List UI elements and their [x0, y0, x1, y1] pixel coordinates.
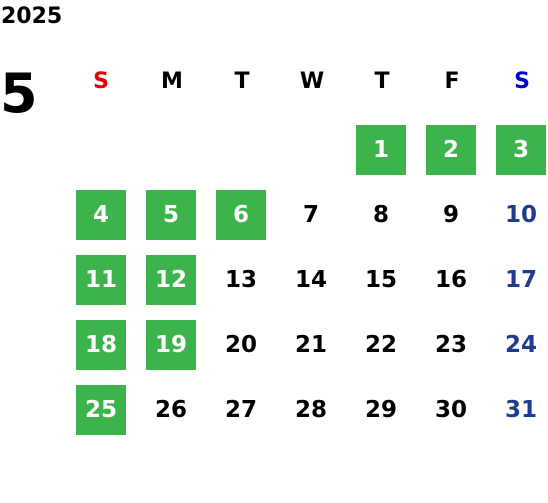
day-cell[interactable]: 28	[294, 397, 327, 423]
day-cell[interactable]: 27	[224, 397, 257, 423]
day-cell[interactable]: 23	[434, 332, 467, 358]
day-cell[interactable]: 12	[146, 255, 196, 305]
day-cell[interactable]: 21	[294, 332, 327, 358]
day-cell[interactable]: 11	[76, 255, 126, 305]
day-cell[interactable]: 26	[154, 397, 187, 423]
day-cell[interactable]: 18	[76, 320, 126, 370]
day-cell[interactable]: 31	[504, 397, 537, 423]
weekday-thursday: T	[374, 69, 390, 94]
weekday-wednesday: W	[299, 69, 325, 94]
day-cell[interactable]: 29	[364, 397, 397, 423]
weekday-friday: F	[444, 69, 460, 94]
day-cell[interactable]: 25	[76, 385, 126, 435]
day-cell[interactable]: 22	[364, 332, 397, 358]
weekday-tuesday: T	[234, 69, 250, 94]
month-number: 5	[0, 62, 38, 125]
day-cell[interactable]: 15	[364, 267, 397, 293]
day-cell[interactable]: 24	[504, 332, 537, 358]
day-cell[interactable]: 19	[146, 320, 196, 370]
day-cell[interactable]: 3	[496, 125, 546, 175]
day-cell[interactable]: 30	[434, 397, 467, 423]
year-label: 2025	[1, 4, 63, 29]
day-cell[interactable]: 5	[146, 190, 196, 240]
weekday-monday: M	[161, 69, 183, 94]
day-cell[interactable]: 2	[426, 125, 476, 175]
day-cell[interactable]: 17	[504, 267, 537, 293]
day-cell[interactable]: 8	[372, 202, 389, 228]
day-cell[interactable]: 10	[504, 202, 537, 228]
day-cell[interactable]: 20	[224, 332, 257, 358]
day-cell[interactable]: 14	[294, 267, 327, 293]
day-cell[interactable]: 7	[302, 202, 319, 228]
day-cell[interactable]: 13	[224, 267, 257, 293]
day-cell[interactable]: 9	[442, 202, 459, 228]
day-cell[interactable]: 6	[216, 190, 266, 240]
day-cell[interactable]: 4	[76, 190, 126, 240]
day-cell[interactable]: 1	[356, 125, 406, 175]
weekday-sunday: S	[93, 69, 109, 94]
day-cell[interactable]: 16	[434, 267, 467, 293]
weekday-saturday: S	[514, 69, 530, 94]
